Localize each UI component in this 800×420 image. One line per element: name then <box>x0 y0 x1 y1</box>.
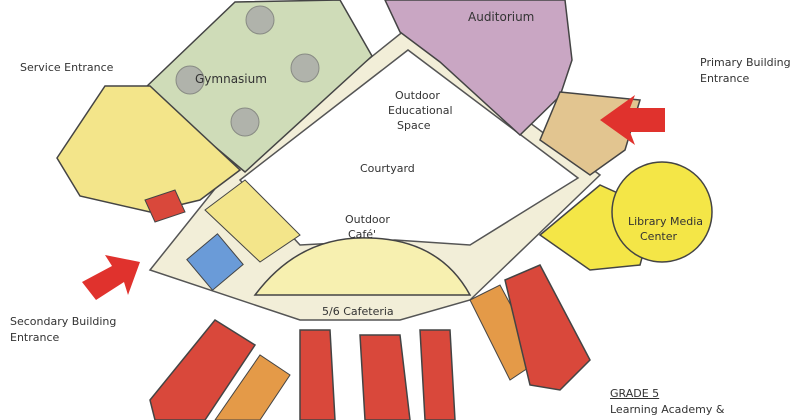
outdoor-educational-label-1: Outdoor <box>395 89 440 102</box>
secondary-entrance-arrow-icon <box>82 255 140 300</box>
blue-room <box>186 233 244 291</box>
auditorium-room <box>384 0 573 137</box>
outdoor-educational-label-2: Educational <box>388 104 453 117</box>
service-entrance-label: Service Entrance <box>20 61 114 74</box>
kitchen-rooms <box>204 179 301 263</box>
secondary-entrance-label-2: Entrance <box>10 331 60 344</box>
grade-subtitle: Learning Academy & <box>610 403 725 416</box>
classroom-wing-left-orange <box>214 354 291 420</box>
classroom-wing-center <box>299 329 336 420</box>
classroom-wing-right <box>504 264 591 391</box>
library-label-1: Library Media <box>628 215 703 228</box>
courtyard-area <box>238 49 580 246</box>
classroom-wing-center-2 <box>359 334 411 420</box>
primary-entrance-label-2: Entrance <box>700 72 750 85</box>
auditorium-label: Auditorium <box>468 10 535 24</box>
cafeteria-label: 5/6 Cafeteria <box>322 305 394 318</box>
secondary-entrance-label-1: Secondary Building <box>10 315 117 328</box>
library-label-2: Center <box>640 230 678 243</box>
outdoor-educational-label-3: Space <box>397 119 431 132</box>
gymnasium-room <box>143 0 373 173</box>
primary-entrance-arrow-icon <box>600 95 665 145</box>
basketball-courts <box>175 5 320 137</box>
outdoor-cafe-label-1: Outdoor <box>345 213 390 226</box>
primary-entrance-label-1: Primary Building <box>700 56 791 69</box>
courtyard-label: Courtyard <box>360 162 415 175</box>
gymnasium-label: Gymnasium <box>195 72 267 86</box>
classroom-wing-left <box>149 319 257 420</box>
grade-title: GRADE 5 <box>610 387 660 400</box>
support-rooms <box>56 85 242 213</box>
cafeteria-room <box>253 237 472 296</box>
outdoor-cafe-label-2: Café' <box>348 228 377 241</box>
classroom-wing-center-3 <box>419 329 456 420</box>
library-room <box>611 161 713 263</box>
red-room <box>144 189 186 223</box>
